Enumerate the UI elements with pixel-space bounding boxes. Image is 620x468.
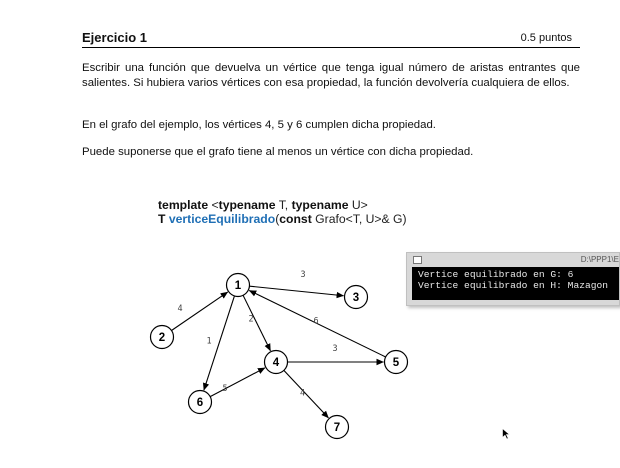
graph-node-2: 2 (149, 324, 175, 350)
exercise-points: 0.5 puntos (520, 32, 572, 44)
code-params: Grafo<T, U>& G) (311, 212, 407, 226)
code-text: U> (348, 198, 368, 212)
code-template-line: template <typename T, typename U> (158, 198, 368, 212)
paragraph-statement: Escribir una función que devuelva un vér… (82, 62, 580, 89)
edge-weight-label: 5 (222, 384, 227, 394)
mouse-cursor-icon (502, 428, 511, 440)
graph-node-label: 3 (353, 292, 359, 304)
console-title: D:\PPP1\E (580, 255, 619, 264)
edge-1-6 (202, 295, 235, 391)
graph-node-label: 1 (235, 280, 242, 292)
code-keyword: const (279, 212, 312, 226)
code-signature-line: T verticeEquilibrado(const Grafo<T, U>& … (158, 212, 407, 226)
code-keyword: typename (291, 198, 349, 212)
edge-weight-label: 6 (313, 317, 318, 327)
console-line: Vertice equilibrado en G: 6 (418, 269, 574, 280)
graph-node-label: 5 (393, 357, 400, 369)
code-keyword: template (158, 198, 209, 212)
edge-weight-label: 2 (248, 315, 253, 325)
graph-node-3: 3 (343, 284, 369, 310)
code-paren: ( (275, 212, 280, 226)
edge-weight-label: 4 (177, 304, 182, 314)
graph-node-4: 4 (263, 349, 289, 375)
graph-node-6: 6 (187, 389, 213, 415)
graph-node-5: 5 (383, 349, 409, 375)
edge-weight-label: 1 (206, 337, 211, 347)
graph-node-1: 1 (225, 272, 251, 298)
graph-node-label: 7 (334, 422, 340, 434)
code-keyword: typename (218, 198, 276, 212)
code-text: T, (275, 198, 292, 212)
graph-node-label: 4 (273, 357, 280, 369)
console-titlebar[interactable]: D:\PPP1\E (407, 253, 619, 266)
edge-6-4 (209, 367, 266, 398)
code-text: < (208, 198, 219, 212)
edge-weight-label: 3 (300, 270, 305, 280)
edge-weight-label: 4 (300, 389, 305, 399)
paragraph-example: En el grafo del ejemplo, los vértices 4,… (82, 119, 436, 131)
edge-1-3 (249, 285, 345, 299)
console-line: Vertice equilibrado en H: Mazagon (418, 280, 608, 291)
graph-node-7: 7 (324, 414, 350, 440)
graph-node-label: 6 (197, 397, 203, 409)
code-function-name: verticeEquilibrado (168, 212, 276, 226)
console-window-icon (413, 256, 422, 264)
exercise-header: Ejercicio 1 0.5 puntos (82, 30, 580, 48)
edge-1-4 (242, 295, 271, 352)
exercise-title: Ejercicio 1 (82, 30, 148, 45)
edge-weight-label: 3 (332, 344, 337, 354)
edge-2-1 (171, 291, 229, 331)
paragraph-assumption: Puede suponerse que el grafo tiene al me… (82, 146, 474, 158)
code-return-type: T (158, 212, 169, 226)
edge-4-7 (283, 370, 329, 419)
graph-node-label: 2 (159, 332, 165, 344)
edge-5-1 (248, 289, 386, 358)
